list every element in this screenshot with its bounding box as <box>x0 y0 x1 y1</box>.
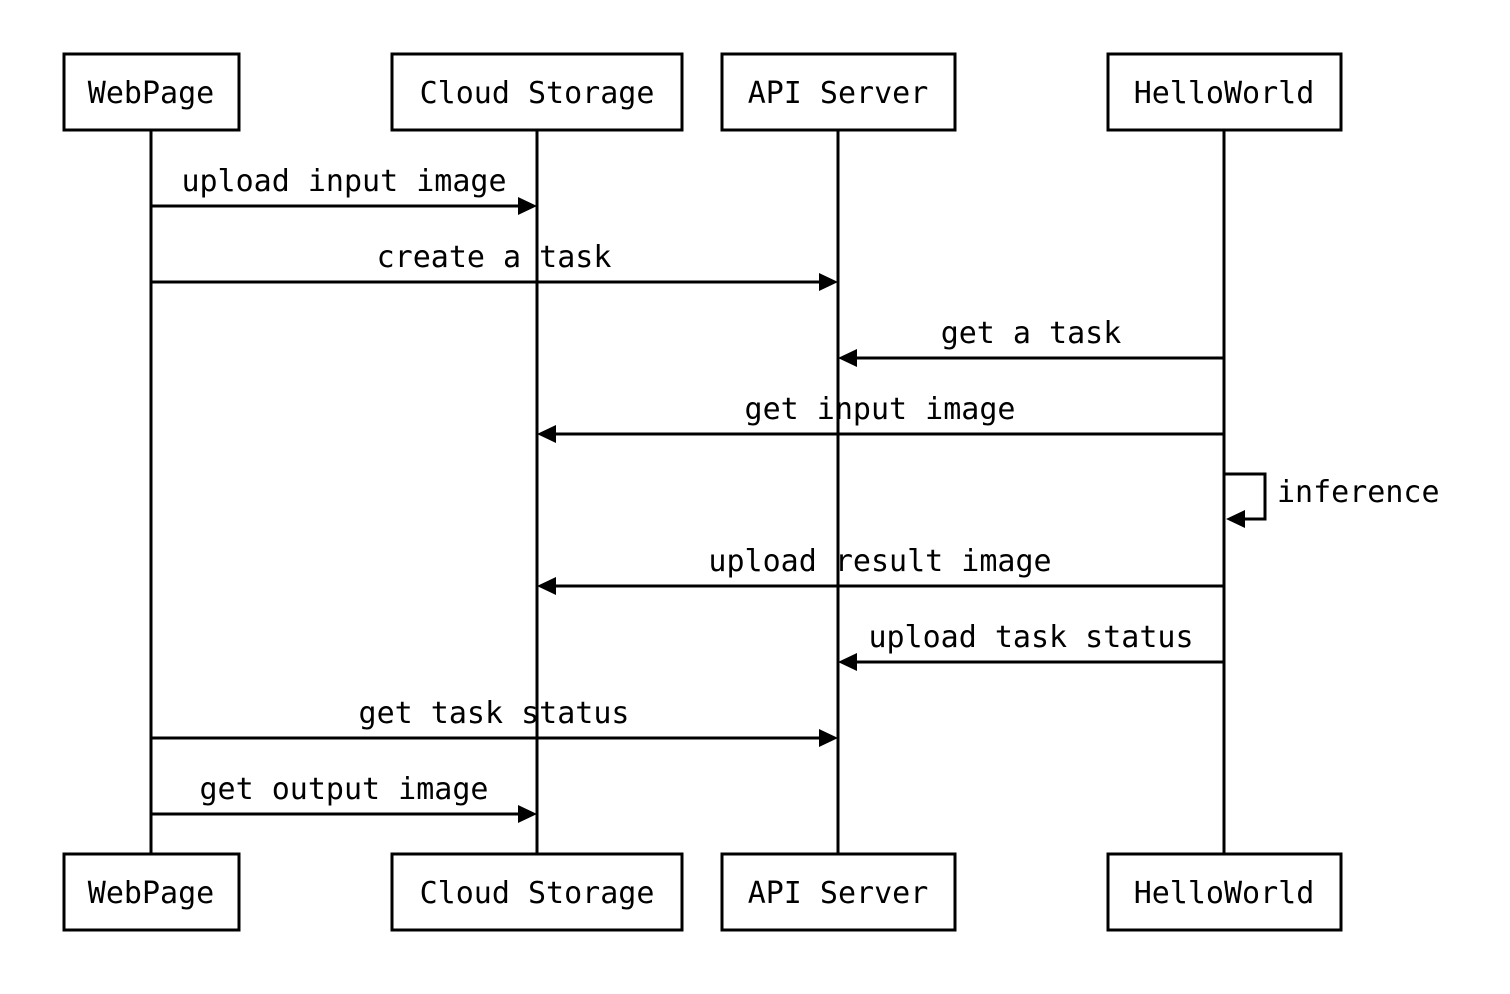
participant-label: WebPage <box>88 876 214 911</box>
participant-label: WebPage <box>88 76 214 111</box>
message-get-output-image: get output image <box>151 772 537 823</box>
message-get-input-image: get input image <box>537 392 1224 443</box>
participant-api-server-top: API Server <box>720 52 957 132</box>
message-upload-input-image: upload input image <box>151 164 537 215</box>
arrowhead-left-icon <box>537 425 556 443</box>
arrowhead-left-icon <box>838 349 857 367</box>
arrowhead-right-icon <box>819 273 838 291</box>
participant-webpage-top: WebPage <box>62 52 241 132</box>
participant-label: Cloud Storage <box>420 876 655 911</box>
participant-cloud-storage-bottom: Cloud Storage <box>390 852 684 932</box>
participant-webpage-bottom: WebPage <box>62 852 241 932</box>
message-label: create a task <box>377 240 612 275</box>
message-inference: inference <box>1224 472 1440 528</box>
message-label: get output image <box>200 772 489 807</box>
arrowhead-right-icon <box>518 197 537 215</box>
message-label: get a task <box>941 316 1122 351</box>
arrowhead-right-icon <box>819 729 838 747</box>
message-label: upload input image <box>181 164 506 199</box>
message-upload-result-image: upload result image <box>537 544 1224 595</box>
arrowhead-left-icon <box>838 653 857 671</box>
participant-label: Cloud Storage <box>420 76 655 111</box>
message-upload-task-status: upload task status <box>838 620 1224 671</box>
message-get-task-status: get task status <box>151 696 838 747</box>
arrowhead-right-icon <box>518 805 537 823</box>
message-create-a-task: create a task <box>151 240 838 291</box>
participant-cloud-storage-top: Cloud Storage <box>390 52 684 132</box>
participant-label: HelloWorld <box>1134 876 1315 911</box>
message-label: get task status <box>359 696 630 731</box>
participant-label: HelloWorld <box>1134 76 1315 111</box>
message-label: inference <box>1277 475 1440 510</box>
message-label: upload task status <box>868 620 1193 655</box>
message-label: upload result image <box>708 544 1051 579</box>
participant-label: API Server <box>748 76 929 111</box>
participant-label: API Server <box>748 876 929 911</box>
participant-api-server-bottom: API Server <box>720 852 957 932</box>
self-call-loop <box>1224 472 1267 521</box>
arrowhead-left-icon <box>1226 510 1245 528</box>
participant-helloworld-bottom: HelloWorld <box>1106 852 1343 932</box>
participant-helloworld-top: HelloWorld <box>1106 52 1343 132</box>
message-label: get input image <box>745 392 1016 427</box>
message-get-a-task: get a task <box>838 316 1224 367</box>
arrowhead-left-icon <box>537 577 556 595</box>
